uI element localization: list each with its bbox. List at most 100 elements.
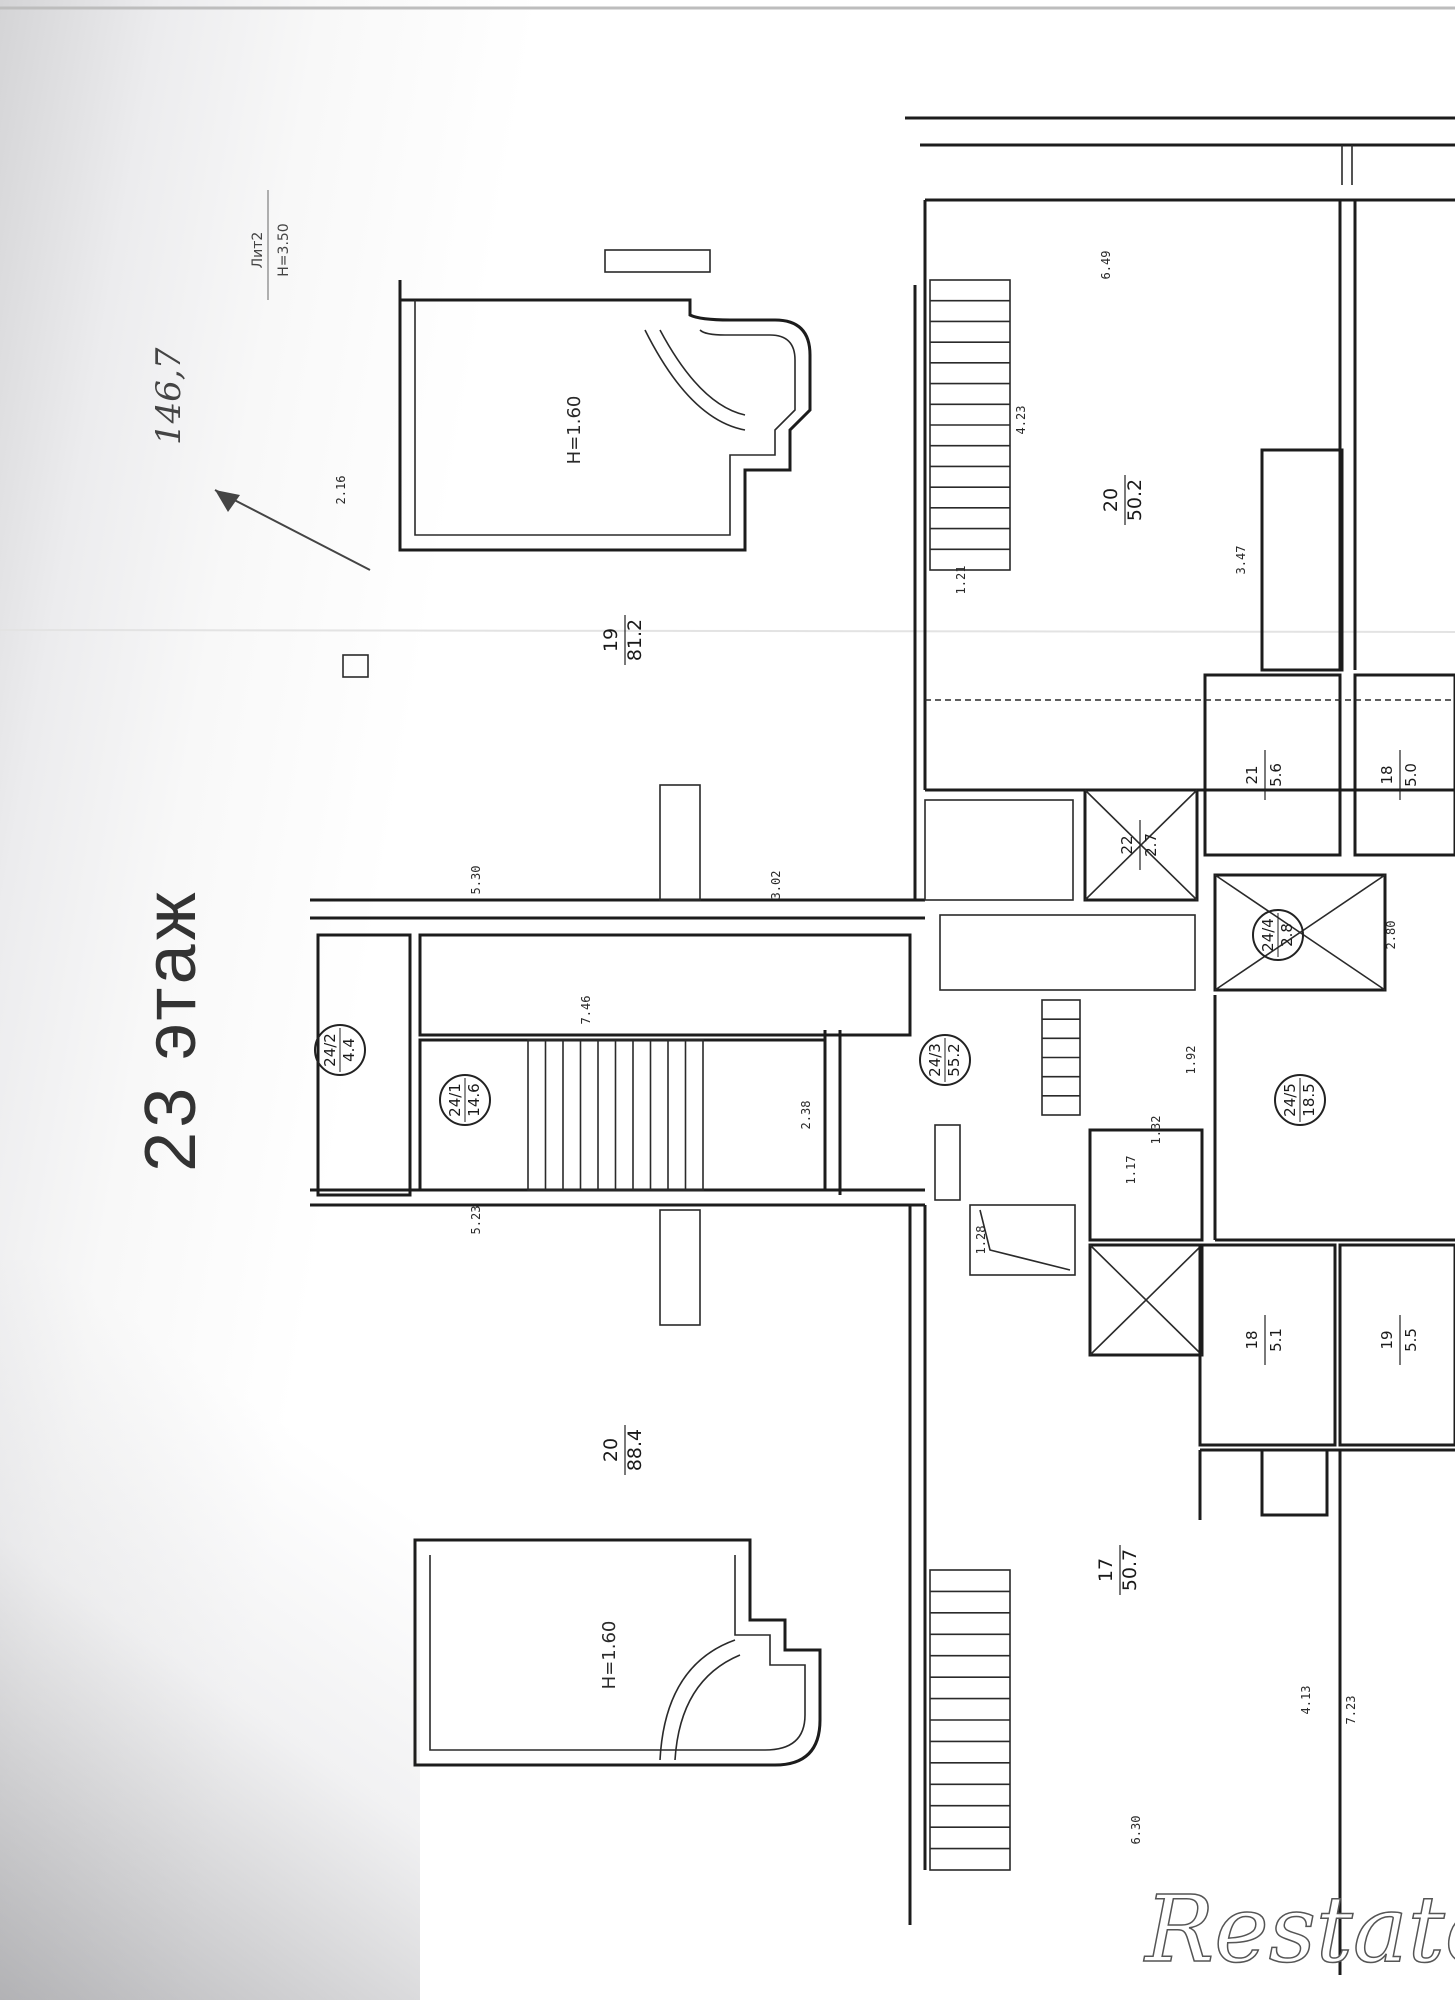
dimension-label: 2.80	[1384, 921, 1398, 950]
room-21	[1203, 673, 1342, 857]
shaft-lower	[1088, 1243, 1204, 1357]
pool-steps-arc	[644, 329, 746, 431]
scan-shadow	[0, 1260, 420, 2000]
pool-depth-upper: H=1.60	[564, 396, 585, 465]
room-number: 19	[1378, 1330, 1396, 1349]
vent-shaft	[1213, 873, 1387, 992]
dimension-label: 2.16	[334, 476, 348, 505]
room-22	[1083, 788, 1199, 902]
dimension-label: 7.46	[579, 996, 593, 1025]
room-18-top	[1353, 673, 1455, 857]
stair-small	[1041, 999, 1081, 1116]
room-area: 50.2	[1124, 479, 1146, 521]
stair-upper	[929, 279, 1011, 571]
paper-fold	[0, 629, 1455, 633]
room-number: 20	[1100, 488, 1122, 512]
pillar	[659, 784, 701, 901]
small-niche	[1260, 1448, 1329, 1517]
room-number: 20	[600, 1438, 622, 1462]
dimension-label: 3.02	[769, 871, 783, 900]
shaft-cross	[1084, 789, 1198, 901]
dimension-label: 6.30	[1129, 1816, 1143, 1845]
circle-tag-area: 2.8	[1278, 923, 1296, 947]
dimension-label: 1.32	[1149, 1116, 1163, 1145]
dimension-label: 6.49	[1099, 251, 1113, 280]
dimension-label: 7.23	[1344, 1696, 1358, 1725]
room-number: 19	[600, 628, 622, 652]
handwritten-area: 146,7	[149, 347, 189, 445]
circle-tag-id: 24/3	[926, 1043, 944, 1077]
shaft-cross	[1089, 1244, 1203, 1356]
watermark-logo: Restate	[1144, 1875, 1455, 1984]
dimension-label: 2.38	[799, 1101, 813, 1130]
pool-steps-arc	[659, 329, 746, 416]
arrow-head	[215, 490, 240, 512]
room-18-bottom	[1198, 1243, 1337, 1447]
pool-upper-inner	[414, 300, 796, 536]
dimension-label: 5.23	[469, 1206, 483, 1235]
circle-tag-id: 24/1	[446, 1083, 464, 1117]
level-note-line2: H=3.50	[276, 223, 292, 276]
room-number: 18	[1378, 765, 1396, 784]
pool-lower-inner	[429, 1555, 806, 1751]
circle-tag-id: 24/4	[1259, 918, 1277, 952]
room-closet	[1260, 448, 1344, 672]
dimension-label: 4.13	[1299, 1686, 1313, 1715]
ramp	[969, 1204, 1076, 1276]
floor-title: 23 этаж	[131, 888, 211, 1172]
room-area: 5.1	[1267, 1328, 1285, 1352]
wall-stub	[342, 654, 369, 678]
pool-upper	[398, 280, 812, 552]
cabinet	[924, 799, 1074, 901]
dimension-labels: 2.16 4.23 1.21 3.47 5.30 3.02 2.38 1.28 5.23 7.23…	[334, 251, 1398, 1845]
room-area: 5.0	[1402, 763, 1420, 787]
room-number: 17	[1095, 1558, 1117, 1582]
corridor	[418, 933, 912, 1037]
room-area: 50.7	[1119, 1549, 1141, 1591]
circle-tag-area: 4.4	[340, 1038, 358, 1062]
circle-tag-area: 55.2	[945, 1043, 963, 1076]
level-note-line1: Лит2	[250, 232, 266, 269]
dimension-label: 3.47	[1234, 546, 1248, 575]
dimension-label: 1.21	[954, 566, 968, 595]
circle-tag-area: 18.5	[1300, 1083, 1318, 1116]
dimension-label: 5.30	[469, 866, 483, 895]
pool-steps-arc	[659, 1639, 736, 1761]
room-19-bottom	[1338, 1243, 1455, 1447]
circle-tag-area: 14.6	[465, 1083, 483, 1116]
circle-tag-id: 24/2	[321, 1033, 339, 1067]
room-number: 22	[1118, 835, 1136, 854]
room-number: 21	[1243, 765, 1261, 784]
shaft-cross	[1214, 874, 1386, 991]
room-24-2	[316, 933, 412, 1197]
room-area: 2.7	[1142, 833, 1160, 857]
pool-lower	[413, 1538, 822, 1767]
pool-depth-lower: H=1.60	[599, 1621, 620, 1690]
dimension-label: 1.17	[1124, 1156, 1138, 1185]
pool-steps-arc	[674, 1654, 741, 1761]
dimension-label: 1.28	[974, 1226, 988, 1255]
arrow-line	[214, 489, 371, 571]
room-number: 18	[1243, 1330, 1261, 1349]
column	[934, 1124, 961, 1201]
utility-room	[1088, 1128, 1204, 1242]
ramp-curve	[979, 1209, 1071, 1271]
dimension-label: 4.23	[1014, 406, 1028, 435]
stair-lower	[929, 1569, 1011, 1871]
cabinet	[939, 914, 1196, 991]
